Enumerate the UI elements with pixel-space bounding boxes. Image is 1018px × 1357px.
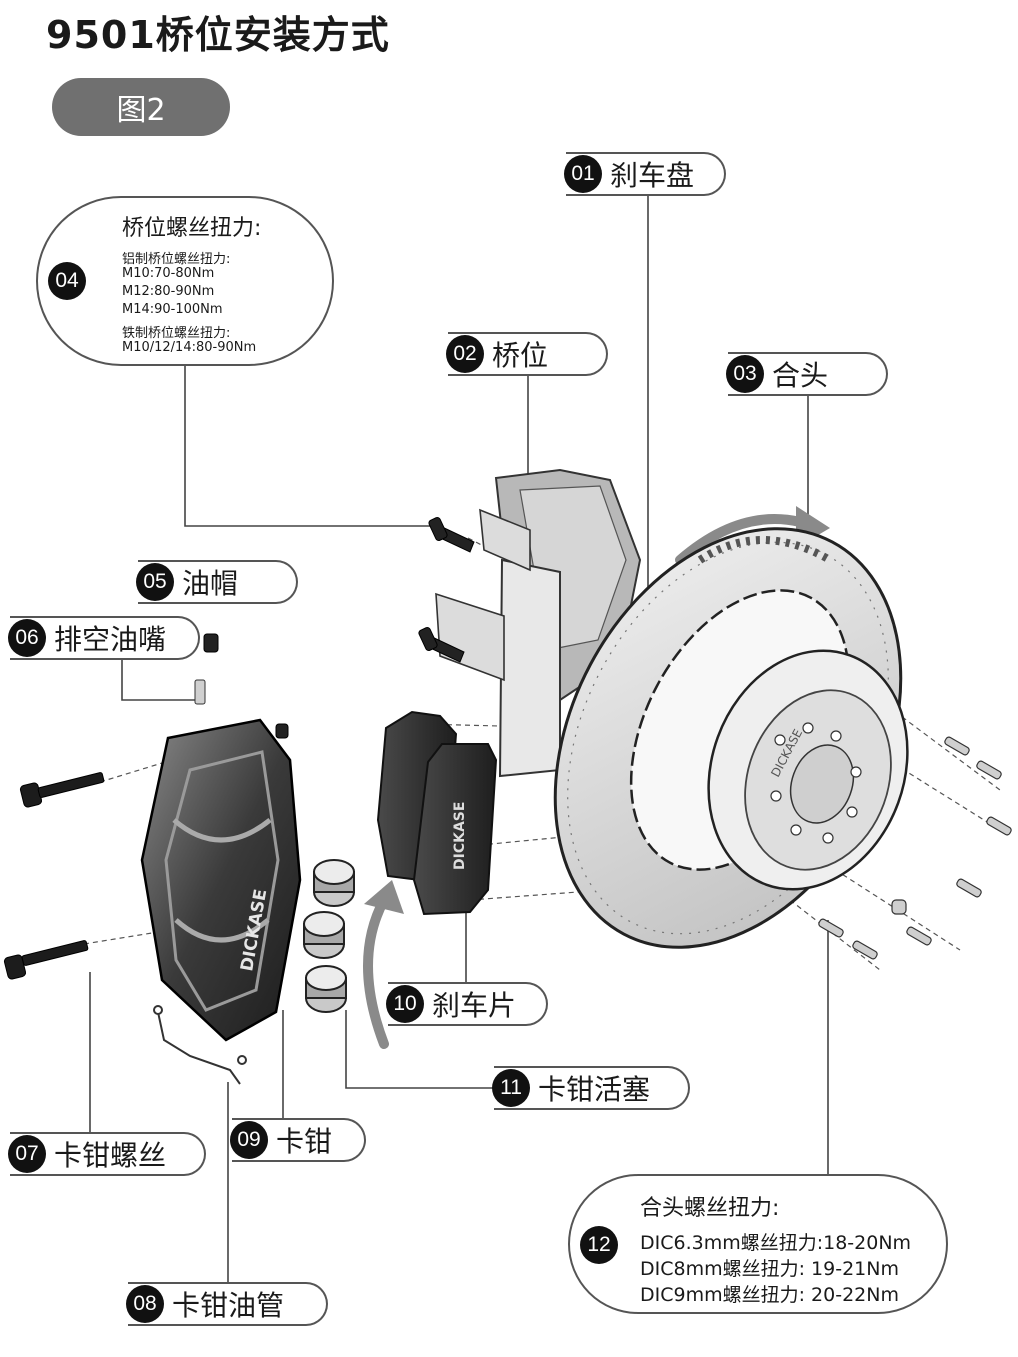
- callout-oil-cap: 05 油帽: [136, 560, 298, 604]
- hat-bolt-torque-spec: 12 合头螺丝扭力: DIC6.3mm螺丝扭力:18-20Nm DIC8mm螺丝…: [568, 1174, 948, 1314]
- callout-label: 卡钳: [276, 1125, 333, 1158]
- hat-bolts: [818, 736, 1012, 960]
- page-title: 9501桥位安装方式: [46, 13, 390, 57]
- spec-line: DIC6.3mm螺丝扭力:18-20Nm: [640, 1232, 912, 1254]
- spec-line: M14:90-100Nm: [122, 302, 223, 317]
- brake-pads: DICKASE: [376, 710, 498, 916]
- callout-number: 06: [8, 619, 46, 657]
- bracket-bolt-torque-spec: 04 桥位螺丝扭力: 铝制桥位螺丝扭力: M10:70-80Nm M12:80-…: [36, 196, 334, 366]
- callout-number: 10: [386, 985, 424, 1023]
- spec-line: DIC9mm螺丝扭力: 20-22Nm: [640, 1284, 899, 1306]
- callout-brake-pad: 10 刹车片: [386, 982, 548, 1026]
- callout-hat: 03 合头: [726, 352, 888, 396]
- callout-number: 01: [564, 155, 602, 193]
- callout-caliper: 09 卡钳: [230, 1118, 366, 1162]
- spec-heading: 桥位螺丝扭力:: [122, 216, 262, 241]
- callout-number: 11: [492, 1069, 530, 1107]
- callout-piston: 11 卡钳活塞: [492, 1066, 690, 1110]
- brand-mark-pad: DICKASE: [452, 802, 468, 870]
- spec-line: 铝制桥位螺丝扭力:: [122, 252, 231, 267]
- callout-label: 刹车片: [432, 989, 517, 1022]
- callout-number: 03: [726, 355, 764, 393]
- callout-label: 合头: [772, 359, 829, 392]
- callout-brake-disc: 01 刹车盘: [564, 152, 726, 196]
- callout-number: 09: [230, 1121, 268, 1159]
- spec-heading: 合头螺丝扭力:: [640, 1196, 780, 1221]
- caliper-bracket: [435, 508, 561, 778]
- callout-label: 排空油嘴: [54, 623, 167, 656]
- caliper-body: DICKASE: [140, 718, 302, 1042]
- rotation-arrows: [363, 514, 805, 1049]
- callout-number: 05: [136, 563, 174, 601]
- callout-brake-line: 08 卡钳油管: [126, 1282, 328, 1326]
- spec-line: M10:70-80Nm: [122, 266, 215, 281]
- callout-number: 02: [446, 335, 484, 373]
- callout-label: 卡钳螺丝: [54, 1139, 167, 1172]
- callout-label: 卡钳油管: [172, 1289, 285, 1322]
- callout-label: 桥位: [492, 339, 549, 372]
- callout-label: 刹车盘: [610, 159, 695, 192]
- callout-label: 油帽: [182, 567, 239, 600]
- spec-line: DIC8mm螺丝扭力: 19-21Nm: [640, 1258, 899, 1280]
- callout-caliper-bolt: 07 卡钳螺丝: [8, 1132, 206, 1176]
- spec-line: 铁制桥位螺丝扭力:: [122, 326, 231, 341]
- pistons: [303, 859, 355, 1013]
- bleed-nipple-and-cap: [194, 633, 289, 739]
- figure-label-badge: 图2: [52, 78, 230, 136]
- disc-hat: DICKASE: [707, 649, 909, 891]
- spec-line: M12:80-90Nm: [122, 284, 215, 299]
- spec-line: M10/12/14:80-90Nm: [122, 340, 257, 355]
- caliper-bolts: [3, 772, 105, 980]
- bracket-bolts: [418, 516, 475, 663]
- callout-number: 12: [580, 1226, 618, 1264]
- callout-label: 卡钳活塞: [538, 1073, 651, 1106]
- callout-number: 07: [8, 1135, 46, 1173]
- callout-number: 08: [126, 1285, 164, 1323]
- callout-bleed-nipple: 06 排空油嘴: [8, 616, 200, 660]
- callout-bracket: 02 桥位: [446, 332, 608, 376]
- callout-number: 04: [48, 262, 86, 300]
- caliper-brake-line: [153, 1005, 247, 1085]
